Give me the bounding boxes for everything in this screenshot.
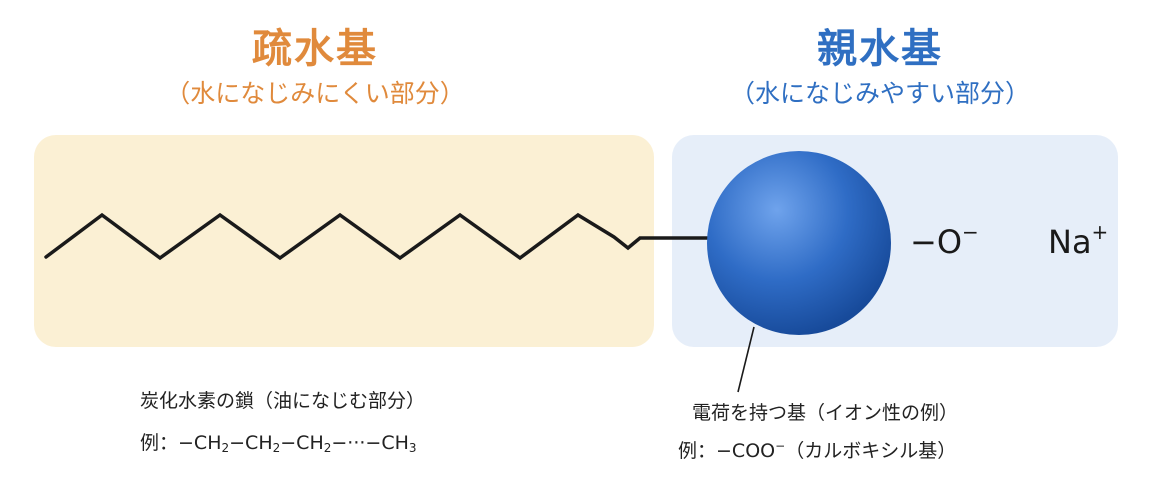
hydrophilic-head-sphere bbox=[707, 151, 891, 335]
formula-part: −CH bbox=[178, 432, 222, 454]
formula-part: −CH bbox=[280, 432, 324, 454]
hydrophobic-example: 例：−CH2−CH2−CH2−···−CH3 bbox=[140, 432, 417, 455]
hydrophilic-caption: 電荷を持つ基（イオン性の例） bbox=[692, 402, 959, 424]
hydrophilic-example: 例：−COO−（カルボキシル基） bbox=[678, 439, 957, 462]
formula-part: −CH bbox=[229, 432, 273, 454]
hydrophilic-title: 親水基 bbox=[817, 26, 943, 72]
hydrophobic-subtitle: （水になじみにくい部分） bbox=[165, 79, 465, 108]
formula-part: − bbox=[775, 439, 786, 453]
formula-part: 2 bbox=[323, 441, 332, 455]
formula-part: 3 bbox=[408, 441, 417, 455]
hydrophobic-title: 疏水基 bbox=[252, 26, 378, 72]
hydrophilic-formula: −COO−（カルボキシル基） bbox=[716, 439, 957, 462]
hydrophobic-caption: 炭化水素の鎖（油になじむ部分） bbox=[140, 390, 426, 412]
head-caption-pointer bbox=[737, 326, 755, 393]
formula-part: −···−CH bbox=[331, 432, 409, 454]
sodium-counter-ion: Na+ bbox=[1048, 220, 1109, 261]
formula-part: −COO bbox=[716, 440, 776, 462]
oxygen-label: −O− bbox=[910, 220, 979, 261]
hydrophobic-formula: −CH2−CH2−CH2−···−CH3 bbox=[178, 432, 417, 455]
formula-part: 2 bbox=[272, 441, 281, 455]
hydrocarbon-chain bbox=[44, 212, 709, 261]
formula-part: 2 bbox=[221, 441, 230, 455]
hydrophilic-subtitle: （水になじみやすい部分） bbox=[729, 79, 1030, 108]
formula-part: （カルボキシル基） bbox=[785, 440, 957, 462]
